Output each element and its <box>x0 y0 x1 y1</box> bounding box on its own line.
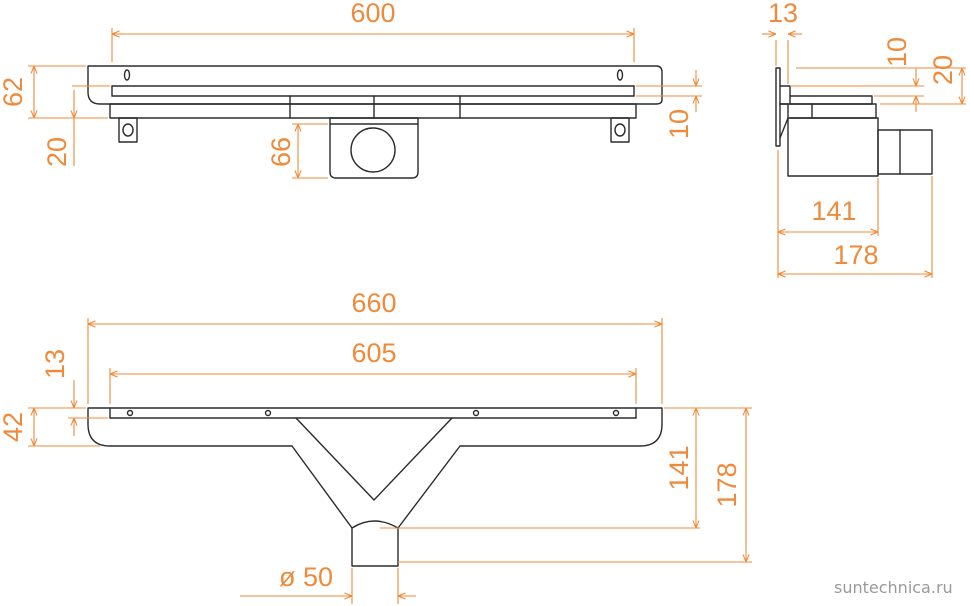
bottom-rail <box>109 103 637 119</box>
dim-13-side: 13 <box>768 0 798 28</box>
mounting-bracket-left <box>118 117 138 143</box>
dim-10-side: 10 <box>882 37 912 67</box>
side-view <box>775 67 933 177</box>
dim-660: 660 <box>351 288 396 318</box>
front-view-dimensions: 600 62 20 66 10 <box>0 0 702 179</box>
dim-13-plan: 13 <box>40 349 70 379</box>
dim-141-side: 141 <box>811 196 856 226</box>
watermark: suntechnica.ru <box>834 578 953 597</box>
side-flange <box>775 67 781 147</box>
dim-605: 605 <box>351 338 396 368</box>
dim-178-plan: 178 <box>712 462 742 507</box>
outlet-box <box>329 117 419 179</box>
side-body <box>787 117 879 177</box>
dim-141-plan: 141 <box>664 445 694 490</box>
plan-outline <box>87 407 663 567</box>
slot-right <box>616 69 624 81</box>
dim-42: 42 <box>0 412 28 442</box>
dim-178-side: 178 <box>833 240 878 270</box>
channel-body <box>87 65 663 105</box>
slot-left <box>123 69 131 81</box>
dim-600: 600 <box>350 0 395 28</box>
side-view-dimensions: 13 10 20 141 178 <box>762 0 966 278</box>
front-view <box>87 65 663 179</box>
side-outlet <box>877 129 933 175</box>
dim-20-side: 20 <box>928 55 958 85</box>
dim-62: 62 <box>0 77 28 107</box>
dim-10: 10 <box>664 109 694 139</box>
dim-diameter-50: ø 50 <box>279 562 333 592</box>
dim-20: 20 <box>42 137 72 167</box>
plan-view-dimensions: 660 605 13 42 141 178 ø 50 <box>0 288 752 604</box>
outlet-pipe-icon <box>350 127 396 173</box>
plan-view <box>87 407 663 567</box>
dim-66: 66 <box>266 137 296 167</box>
plan-funnel-inner <box>295 417 453 501</box>
mounting-bracket-right <box>610 117 630 143</box>
